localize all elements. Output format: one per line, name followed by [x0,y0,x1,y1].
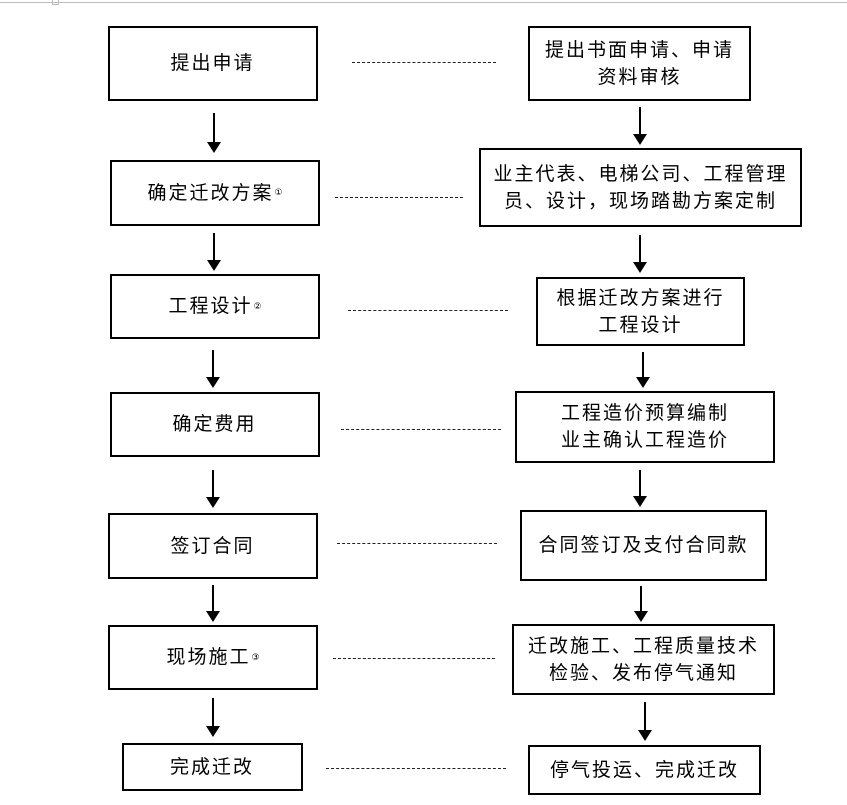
right-step-contract-detail: 合同签订及支付合同款 [520,510,767,581]
down-arrow-icon [633,235,647,273]
dashed-connector [341,429,501,430]
left-step-apply: 提出申请 [108,26,318,101]
down-arrow-icon [206,470,220,508]
dashed-connector [335,197,463,198]
right-step-line: 资料审核 [597,65,682,88]
left-step-label: 工程设计 [168,295,253,317]
right-step-line: 迁改施工、工程质量技术 [527,634,759,657]
dashed-connector [326,768,506,769]
left-step-label: 确定费用 [172,413,257,435]
down-arrow-icon [206,585,220,622]
page-corner-mark [52,0,59,5]
left-step-label: 完成迁改 [169,755,254,778]
right-step-scheme-detail: 业主代表、电梯公司、工程管理员、设计，现场踏勘方案定制 [479,148,802,227]
right-step-line: 停气投运、完成迁改 [549,758,739,781]
right-step-line: 工程设计 [598,313,683,336]
dashed-connector [333,658,495,659]
down-arrow-icon [206,698,220,737]
down-arrow-icon [206,350,220,388]
down-arrow-icon [633,107,647,145]
left-step-label: 签订合同 [170,534,255,557]
right-step-line: 合同签订及支付合同款 [538,534,749,556]
right-step-apply-detail: 提出书面申请、申请资料审核 [528,26,751,101]
right-step-cost-detail: 工程造价预算编制业主确认工程造价 [515,391,775,463]
down-arrow-icon [638,702,652,741]
page-top-rule [0,2,847,3]
right-step-complete-detail: 停气投运、完成迁改 [528,745,761,795]
left-step-contract: 签订合同 [108,513,318,579]
right-step-design-detail: 根据迁改方案进行工程设计 [536,277,745,346]
right-step-line: 员、设计，现场踏勘方案定制 [503,189,777,212]
down-arrow-icon [634,586,648,622]
down-arrow-icon [633,470,647,507]
down-arrow-icon [636,352,650,388]
left-step-cost: 确定费用 [110,392,320,457]
right-step-line: 业主确认工程造价 [560,429,729,451]
right-step-line: 工程造价预算编制 [560,402,729,424]
right-step-line: 提出书面申请、申请 [544,38,734,61]
right-step-construction-detail: 迁改施工、工程质量技术检验、发布停气通知 [512,624,775,695]
down-arrow-icon [207,233,221,271]
dashed-connector [352,62,496,63]
left-step-label: 提出申请 [170,52,255,74]
left-step-complete: 完成迁改 [122,743,303,791]
right-step-line: 根据迁改方案进行 [556,286,725,309]
left-step-label: 确定迁改方案 [147,181,274,204]
right-step-line: 检验、发布停气通知 [548,661,738,684]
dashed-connector [337,543,497,544]
dashed-connector [348,310,508,311]
left-step-label: 现场施工 [166,646,251,668]
right-step-line: 业主代表、电梯公司、工程管理 [493,162,788,185]
down-arrow-icon [207,113,221,153]
